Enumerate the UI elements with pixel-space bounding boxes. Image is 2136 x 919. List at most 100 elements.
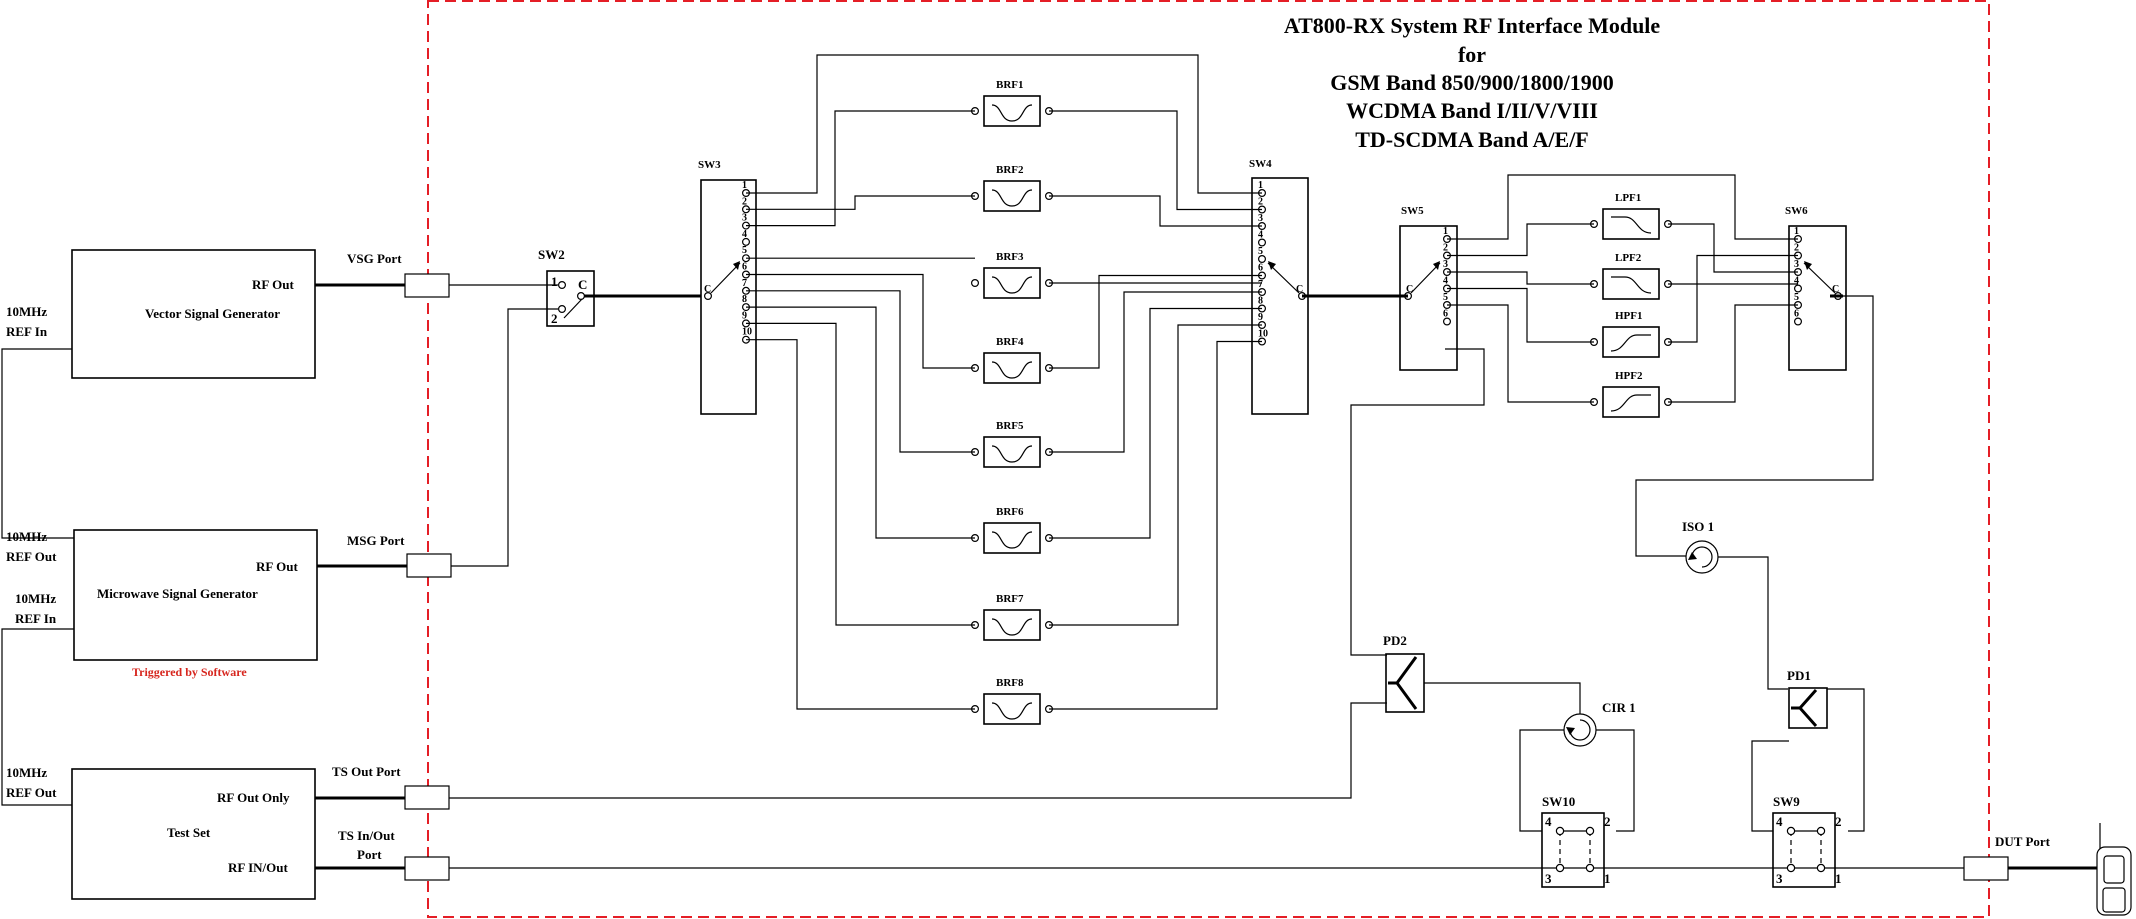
- ref-wire-msg-ts: [1, 628, 74, 806]
- ts-inout-port-label-2: Port: [357, 847, 382, 862]
- rf-trace: [1447, 271, 1594, 285]
- msg-ref-in-label-2: REF In: [15, 611, 57, 626]
- pd1-label: PD1: [1787, 668, 1811, 683]
- hpf-filter-hpf2[interactable]: HPF2: [1589, 370, 1672, 418]
- ts-ref-out-label-1: 10MHz: [6, 765, 47, 780]
- rf-trace: [1447, 304, 1594, 403]
- brf-label: BRF1: [996, 79, 1024, 91]
- rf-trace: [1049, 110, 1262, 211]
- filter-input-pin: [970, 279, 979, 288]
- brf-filter-brf3[interactable]: BRF3: [970, 251, 1053, 299]
- sw6-switch-pin: [1793, 284, 1802, 293]
- sw6-switch-pin: [1793, 317, 1802, 326]
- sw3-switch-pin-number: 2: [742, 196, 747, 207]
- sw3-switch-pin-number: 9: [742, 310, 747, 321]
- sw2-pin-1: 1: [551, 274, 558, 289]
- dut-port[interactable]: DUT Port: [1963, 834, 2051, 881]
- rf-trace: [746, 339, 975, 710]
- rf-trace: [746, 273, 975, 369]
- brf-label: BRF6: [996, 506, 1024, 518]
- ts-inout-port-label-1: TS In/Out: [338, 828, 395, 843]
- vsg-port[interactable]: VSG Port: [347, 251, 450, 298]
- sw2-switch[interactable]: SW2 1 2 C: [538, 247, 595, 327]
- lpf-filter-lpf2[interactable]: LPF2: [1589, 252, 1672, 300]
- brf-label: BRF7: [996, 593, 1024, 605]
- rf-trace: [1049, 291, 1262, 453]
- test-set: Test Set RF Out Only RF IN/Out 10MHz REF…: [6, 765, 316, 900]
- brf-label: BRF8: [996, 677, 1024, 689]
- brf-filter-brf2[interactable]: BRF2: [970, 164, 1053, 212]
- rf-trace: [1447, 174, 1798, 240]
- sw5-switch-pin-number: 2: [1443, 243, 1448, 254]
- filter-wiring: [746, 54, 1798, 710]
- sw3-switch-label: SW3: [698, 159, 721, 171]
- sw4-switch-pin-number: 7: [1258, 279, 1263, 290]
- wire-iso1-pd1: [1718, 556, 1788, 690]
- pd2-label: PD2: [1383, 633, 1407, 648]
- sw4-switch-pin-number: 9: [1258, 312, 1263, 323]
- brf-label: BRF3: [996, 251, 1024, 263]
- sw3-switch-pin-number: 8: [742, 294, 747, 305]
- hpf-filter-hpf1[interactable]: HPF1: [1589, 310, 1672, 358]
- sw4-switch-pin-number: 8: [1258, 296, 1263, 307]
- sw3-switch-pin-number: 6: [742, 262, 747, 273]
- sw5-switch-common-label: C: [1406, 284, 1413, 295]
- rf-trace: [1668, 254, 1798, 343]
- lpf-filter-lpf1[interactable]: LPF1: [1589, 192, 1672, 240]
- msg-trigger-note: Triggered by Software: [132, 665, 247, 679]
- brf-filter-brf5[interactable]: BRF5: [970, 420, 1053, 468]
- sw4-switch-pin-number: 5: [1258, 246, 1263, 257]
- sw6-switch-common-label: C: [1832, 284, 1839, 295]
- wire-cir1-sw10-2: [1596, 729, 1635, 832]
- msg-port[interactable]: MSG Port: [347, 533, 452, 578]
- sw5-switch-pin-number: 5: [1443, 292, 1448, 303]
- sw3-switch-pin-number: 5: [742, 245, 747, 256]
- sw3-switch-pin-number: 3: [742, 213, 747, 224]
- sw4-switch-pin-number: 3: [1258, 213, 1263, 224]
- iso1-isolator[interactable]: ISO 1: [1682, 519, 1719, 574]
- sw2-pin-2: 2: [551, 311, 558, 326]
- ts-out-port[interactable]: TS Out Port: [332, 764, 450, 810]
- sw10-transfer-switch[interactable]: SW10 4 2 3 1: [1541, 794, 1611, 888]
- sw4-switch-pin-number: 2: [1258, 197, 1263, 208]
- rf-trace: [1668, 304, 1798, 403]
- title-line-4: WCDMA Band I/II/V/VIII: [1346, 98, 1598, 123]
- cir1-circulator[interactable]: CIR 1: [1563, 700, 1636, 747]
- microwave-signal-generator: Microwave Signal Generator RF Out 10MHz …: [6, 529, 318, 679]
- sw2-common: C: [578, 277, 587, 292]
- sw9-pin-1: 1: [1835, 871, 1842, 886]
- sw9-transfer-switch[interactable]: SW9 4 2 3 1: [1772, 794, 1842, 888]
- brf-filter-brf6[interactable]: BRF6: [970, 506, 1053, 554]
- brf-label: BRF5: [996, 420, 1024, 432]
- brf-filter-brf4[interactable]: BRF4: [970, 336, 1053, 384]
- module-boundary: [427, 0, 1990, 918]
- sw4-switch-pin-number: 10: [1258, 329, 1268, 340]
- title-line-2: for: [1458, 42, 1486, 67]
- brf-filter-brf8[interactable]: BRF8: [970, 677, 1053, 725]
- ts-rf-out-only-label: RF Out Only: [217, 790, 290, 805]
- ts-inout-port[interactable]: TS In/Out Port: [338, 828, 450, 881]
- title-line-5: TD-SCDMA Band A/E/F: [1355, 127, 1589, 152]
- sw6-switch-pin-number: 3: [1794, 259, 1799, 270]
- vsg-ref-in-label-2: REF In: [6, 324, 48, 339]
- ts-rf-inout-label: RF IN/Out: [228, 860, 288, 875]
- rf-trace: [746, 306, 975, 539]
- sw4-switch-pin: [1257, 238, 1266, 247]
- wire-pd1-sw9-4: [1751, 740, 1789, 832]
- sw4-switch-pin: [1257, 255, 1266, 264]
- brf-filter-brf7[interactable]: BRF7: [970, 593, 1053, 641]
- rf-trace: [1049, 195, 1262, 227]
- ts-name: Test Set: [167, 825, 211, 840]
- msg-rf-out-label: RF Out: [256, 559, 298, 574]
- pd2-power-divider[interactable]: PD2: [1383, 633, 1425, 713]
- wire-msg-sw2: [451, 308, 558, 567]
- sw6-switch-pin-number: 4: [1794, 276, 1799, 287]
- pd1-power-divider[interactable]: PD1: [1787, 668, 1828, 729]
- rf-trace: [746, 110, 975, 227]
- brf-filter-brf1[interactable]: BRF1: [970, 79, 1053, 127]
